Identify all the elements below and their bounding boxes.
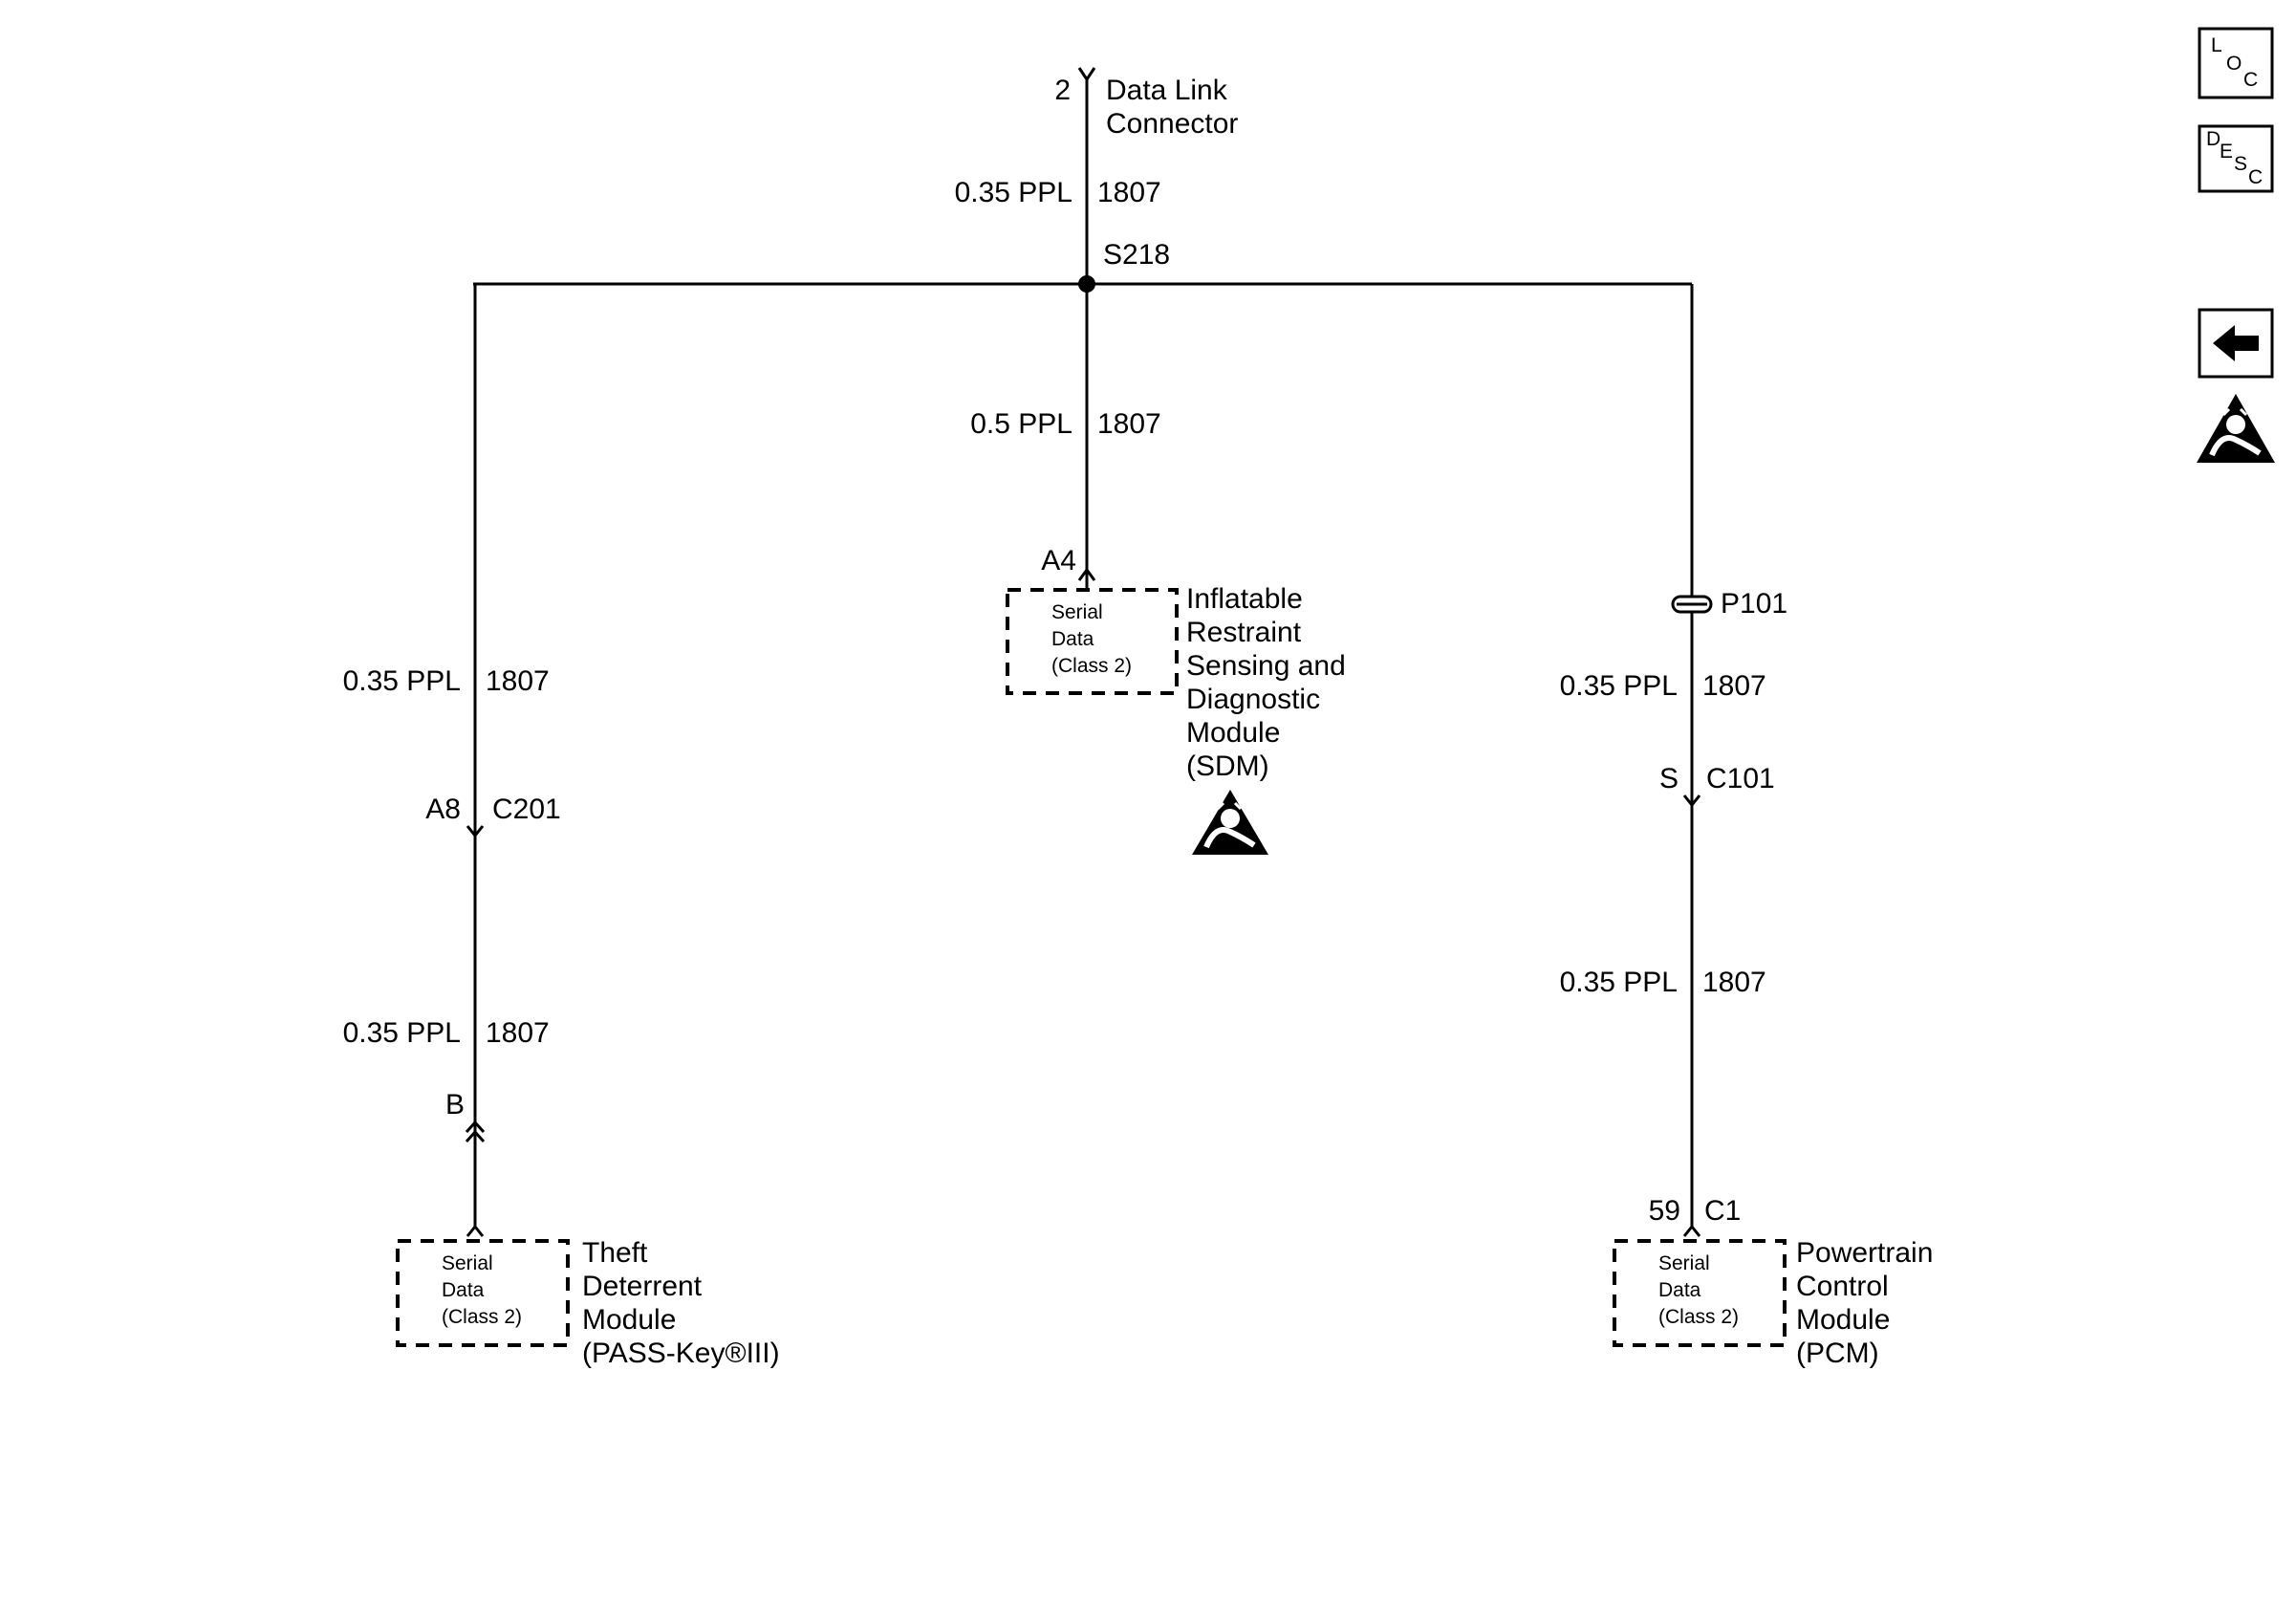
pcm-module-line1: Powertrain bbox=[1796, 1237, 1933, 1269]
loc-char-2: O bbox=[2226, 53, 2242, 75]
c201-pin: A8 bbox=[425, 794, 461, 825]
sdm-module-line3: Sensing and bbox=[1186, 650, 1346, 682]
right-wire1-gauge: 0.35 PPL bbox=[1560, 670, 1678, 702]
sdm-module-line6: (SDM) bbox=[1186, 751, 1269, 782]
theft-module-line4: (PASS-Key®III) bbox=[582, 1338, 780, 1369]
left-wire1-gauge: 0.35 PPL bbox=[343, 665, 461, 697]
sdm-serial-data-box bbox=[1006, 588, 1179, 695]
sdm-module-line2: Restraint bbox=[1186, 617, 1302, 648]
top-wire: 0.35 PPL 1807 bbox=[955, 177, 1161, 208]
sdm-box-line2: Data bbox=[1051, 628, 1094, 650]
sdm-box-line1: Serial bbox=[1051, 601, 1103, 623]
sdm-module-line4: Diagnostic bbox=[1186, 684, 1320, 715]
esd-warning-icon bbox=[1192, 790, 1268, 855]
sdm-wire-circuit: 1807 bbox=[1097, 408, 1161, 440]
c201-id: C201 bbox=[492, 794, 561, 825]
pcm-module-line4: (PCM) bbox=[1796, 1338, 1879, 1369]
desc-char-2: E bbox=[2220, 141, 2233, 163]
pcm-pin-num: 59 bbox=[1649, 1195, 1680, 1227]
theft-box-line2: Data bbox=[442, 1279, 485, 1301]
c201-connector-symbol bbox=[466, 825, 485, 838]
pcm-box-line3: (Class 2) bbox=[1658, 1306, 1739, 1328]
desc-button[interactable]: D E S C bbox=[2198, 124, 2274, 193]
top-wire-circuit: 1807 bbox=[1097, 177, 1161, 208]
sdm-pin: A4 bbox=[1041, 545, 1076, 577]
pcm-pin-id: C1 bbox=[1704, 1195, 1741, 1227]
desc-char-4: C bbox=[2248, 166, 2263, 188]
sdm-wire-gauge: 0.5 PPL bbox=[970, 408, 1072, 440]
pcm-box-line1: Serial bbox=[1658, 1252, 1710, 1274]
pcm-module-line2: Control bbox=[1796, 1271, 1889, 1302]
right-wire2-gauge: 0.35 PPL bbox=[1560, 967, 1678, 998]
theft-module-line1: Theft bbox=[582, 1237, 648, 1269]
c101-connector-symbol bbox=[1682, 794, 1701, 808]
p101-connector-symbol bbox=[1671, 595, 1713, 614]
top-wire-gauge: 0.35 PPL bbox=[955, 177, 1072, 208]
right-wire2-circuit: 1807 bbox=[1702, 967, 1766, 998]
loc-button[interactable]: L O C bbox=[2198, 27, 2274, 99]
dlc-name-line2: Connector bbox=[1106, 108, 1238, 140]
sdm-module-line5: Module bbox=[1186, 717, 1280, 749]
pcm-box-line2: Data bbox=[1658, 1279, 1701, 1301]
esd-icon-button[interactable] bbox=[2197, 394, 2275, 463]
pcm-module-line3: Module bbox=[1796, 1304, 1890, 1336]
back-arrow-button[interactable] bbox=[2198, 308, 2274, 379]
loc-char-1: L bbox=[2211, 34, 2222, 56]
left-wire2-circuit: 1807 bbox=[486, 1017, 550, 1049]
right-wire1-circuit: 1807 bbox=[1702, 670, 1766, 702]
splice-label: S218 bbox=[1103, 239, 1170, 271]
right-branch: P101 0.35 PPL 1807 S C101 0.35 PPL 1807 … bbox=[1560, 284, 1933, 1369]
pin-b-connector-symbol bbox=[465, 1120, 486, 1134]
theft-module-line2: Deterrent bbox=[582, 1271, 703, 1302]
c101-id: C101 bbox=[1706, 763, 1775, 794]
sdm-box-line3: (Class 2) bbox=[1051, 655, 1132, 677]
left-branch: 0.35 PPL 1807 A8 C201 0.35 PPL 1807 B Se… bbox=[343, 284, 780, 1369]
desc-char-1: D bbox=[2206, 128, 2220, 150]
left-pin-b: B bbox=[445, 1089, 465, 1120]
data-link-connector: 2 Data Link Connector bbox=[1054, 67, 1238, 284]
dlc-pin: 2 bbox=[1054, 75, 1071, 106]
theft-box-line1: Serial bbox=[442, 1252, 493, 1274]
left-wire2-gauge: 0.35 PPL bbox=[343, 1017, 461, 1049]
loc-char-3: C bbox=[2243, 69, 2258, 91]
desc-char-3: S bbox=[2234, 153, 2247, 175]
theft-module-line3: Module bbox=[582, 1304, 676, 1336]
back-arrow-icon bbox=[2213, 325, 2259, 361]
theft-box-line3: (Class 2) bbox=[442, 1306, 522, 1328]
splice-s218: S218 bbox=[473, 239, 1692, 293]
p101-label: P101 bbox=[1721, 588, 1787, 620]
c101-pin: S bbox=[1659, 763, 1679, 794]
sdm-branch: 0.5 PPL 1807 A4 Serial Data (Class 2) In… bbox=[970, 284, 1346, 855]
sdm-module-line1: Inflatable bbox=[1186, 583, 1303, 615]
left-wire1-circuit: 1807 bbox=[486, 665, 550, 697]
dlc-name-line1: Data Link bbox=[1106, 75, 1228, 106]
